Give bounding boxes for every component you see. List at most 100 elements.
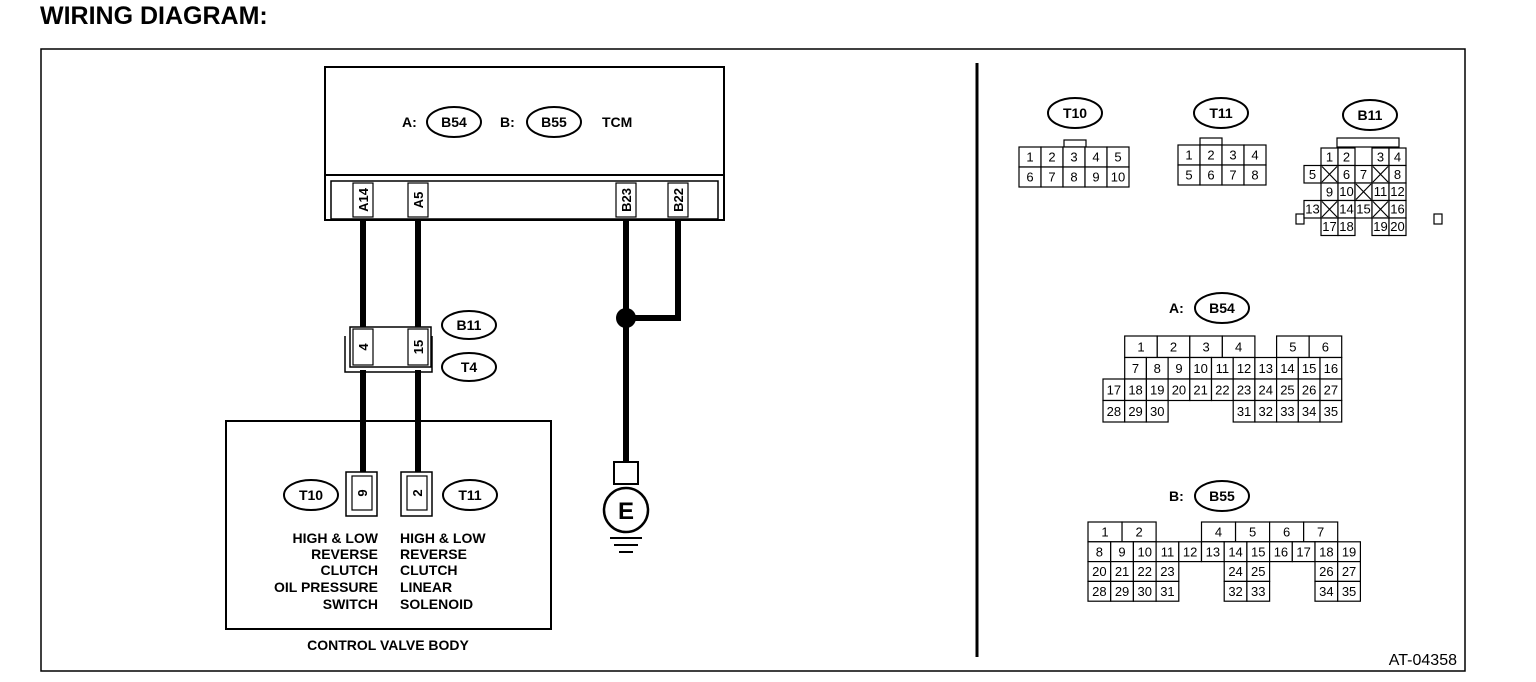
pin-number: 20 <box>1172 382 1186 397</box>
pin-number: 22 <box>1215 382 1229 397</box>
page-title: WIRING DIAGRAM: <box>40 2 268 30</box>
wires <box>360 220 681 474</box>
pin-number: 33 <box>1280 404 1294 419</box>
pin-number: 6 <box>1283 525 1290 540</box>
pin-number: 22 <box>1138 564 1152 579</box>
cvb-left-text-5: SWITCH <box>323 596 378 612</box>
pin-number: 35 <box>1342 584 1356 599</box>
cvb-right-text-1: HIGH & LOW <box>400 530 486 546</box>
pin-number: 3 <box>1202 339 1209 354</box>
pin-number: 34 <box>1319 584 1333 599</box>
ground-symbol: E <box>602 461 650 553</box>
pin-number: 25 <box>1280 382 1294 397</box>
pin-number: 11 <box>1374 184 1388 199</box>
cvb-t11-label: T11 <box>458 487 482 503</box>
control-valve-body: 9 2 T10 T11 HIGH & LOW REVERSE CLUTCH OI… <box>225 420 552 653</box>
int-pin-15: 15 <box>411 340 426 354</box>
pin-number: 24 <box>1228 564 1242 579</box>
pin-number: 29 <box>1115 584 1129 599</box>
cvb-left-text-3: CLUTCH <box>320 562 378 578</box>
pin-number: 17 <box>1322 219 1336 234</box>
pin-number: 24 <box>1259 382 1273 397</box>
pin-number: 2 <box>1343 149 1350 164</box>
pin-number: 19 <box>1373 219 1387 234</box>
conn-b54-label: B54 <box>1209 300 1235 316</box>
tcm-conn-a-label: B54 <box>441 114 467 130</box>
cvb-t10-label: T10 <box>299 487 323 503</box>
pin-number: 13 <box>1259 361 1273 376</box>
pin-number: 5 <box>1309 167 1316 182</box>
connector-cell <box>1337 217 1356 237</box>
cvb-t11-oval <box>442 479 498 511</box>
pin-number: 32 <box>1259 404 1273 419</box>
pin-number: 1 <box>1137 339 1144 354</box>
cvb-right-text-5: SOLENOID <box>400 596 473 612</box>
pin-number: 9 <box>1092 170 1099 185</box>
pin-number: 7 <box>1360 167 1367 182</box>
pin-number: 19 <box>1342 544 1356 559</box>
ground-label: E <box>618 498 634 525</box>
pin-number: 10 <box>1193 361 1207 376</box>
pin-number: 4 <box>1092 150 1099 165</box>
pin-number: 31 <box>1237 404 1251 419</box>
conn-b11-label: B11 <box>1358 107 1383 123</box>
pin-number: 18 <box>1128 382 1142 397</box>
int-pin-4: 4 <box>356 343 371 351</box>
pin-number: 26 <box>1319 564 1333 579</box>
intermediate-connector: 4 15 B11 T4 <box>344 310 497 382</box>
diagram-frame <box>40 48 1466 672</box>
pin-number: 3 <box>1377 149 1384 164</box>
tcm-pin-b23: B23 <box>619 188 634 212</box>
blank-pin-mark <box>1321 166 1338 183</box>
pin-number: 13 <box>1305 201 1319 216</box>
tcm-conn-a-prefix: A: <box>402 114 417 130</box>
pin-number: 1 <box>1185 148 1192 163</box>
pin-number: 6 <box>1026 170 1033 185</box>
pin-number: 25 <box>1251 564 1265 579</box>
pin-number: 9 <box>1118 544 1125 559</box>
tcm-conn-a-oval <box>426 106 482 138</box>
pin-number: 32 <box>1228 584 1242 599</box>
pin-number: 17 <box>1107 382 1121 397</box>
cvb-left-pin: 9 <box>355 489 370 496</box>
blank-pin-mark <box>1372 201 1389 218</box>
pin-number: 31 <box>1160 584 1174 599</box>
int-conn-b11-label: B11 <box>457 317 482 333</box>
pin-number: 15 <box>1356 201 1370 216</box>
pin-number: 18 <box>1339 219 1353 234</box>
pin-number: 27 <box>1342 564 1356 579</box>
tcm-pin-b22: B22 <box>671 188 686 212</box>
pin-number: 10 <box>1138 544 1152 559</box>
pin-number: 3 <box>1229 148 1236 163</box>
pin-number: 19 <box>1150 382 1164 397</box>
pin-number: 11 <box>1216 361 1230 376</box>
pin-number: 28 <box>1092 584 1106 599</box>
conn-b55-label: B55 <box>1209 488 1235 504</box>
pin-number: 4 <box>1215 525 1222 540</box>
pin-number: 2 <box>1048 150 1055 165</box>
pin-number: 7 <box>1229 168 1236 183</box>
pin-number: 34 <box>1302 404 1316 419</box>
connector-cell <box>1319 399 1343 423</box>
conn-t10-label: T10 <box>1063 105 1087 121</box>
pin-number: 8 <box>1394 167 1401 182</box>
pin-number: 9 <box>1326 184 1333 199</box>
pin-number: 28 <box>1107 404 1121 419</box>
blank-pin-mark <box>1321 201 1338 218</box>
connector-cell <box>1155 580 1180 602</box>
conn-b54-prefix: A: <box>1169 300 1184 316</box>
pin-number: 10 <box>1339 184 1353 199</box>
pin-number: 14 <box>1280 361 1294 376</box>
pin-number: 2 <box>1135 525 1142 540</box>
pin-number: 3 <box>1070 150 1077 165</box>
blank-pin-mark <box>1372 166 1389 183</box>
cvb-left-text-4: OIL PRESSURE <box>274 579 378 595</box>
wire-junction <box>616 308 636 328</box>
pin-number: 5 <box>1114 150 1121 165</box>
